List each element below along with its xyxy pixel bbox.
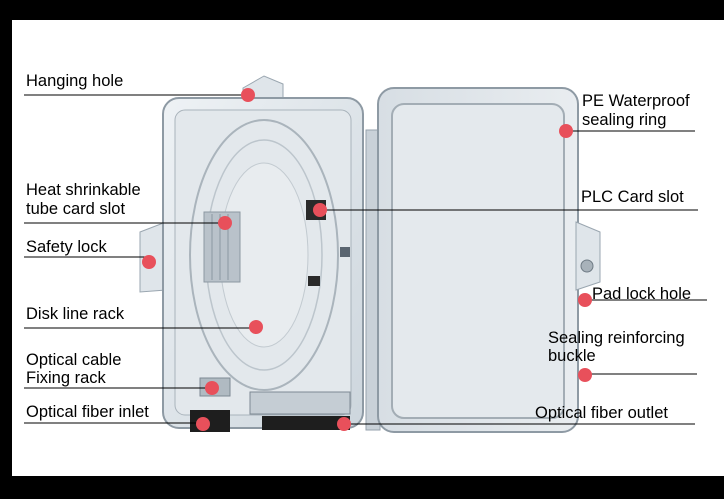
label-optical-cable-line1: Optical cable — [26, 351, 122, 369]
label-pe-waterproof-line2: sealing ring — [582, 111, 667, 129]
label-pe-waterproof-line1: PE Waterproof — [582, 92, 690, 110]
label-disk-line-rack: Disk line rack — [26, 305, 125, 323]
marker-optical-cable — [205, 381, 219, 395]
leader-lines — [24, 94, 707, 425]
marker-hanging-hole — [241, 88, 255, 102]
label-plc-card-slot: PLC Card slot — [581, 188, 684, 206]
label-sealing-buckle-line2: buckle — [548, 347, 596, 365]
label-heat-shrinkable-line1: Heat shrinkable — [26, 181, 141, 199]
label-heat-shrinkable-line2: tube card slot — [26, 200, 126, 218]
marker-disk-line-rack — [249, 320, 263, 334]
label-hanging-hole: Hanging hole — [26, 72, 124, 90]
label-sealing-buckle-line1: Sealing reinforcing — [548, 329, 685, 347]
base-box — [139, 75, 364, 432]
marker-fiber-inlet — [196, 417, 210, 431]
marker-pe-waterproof — [559, 124, 573, 138]
marker-heat-shrinkable — [218, 216, 232, 230]
marker-safety-lock — [142, 255, 156, 269]
label-optical-fiber-outlet: Optical fiber outlet — [535, 404, 668, 422]
marker-plc-card-slot — [313, 203, 327, 217]
lid — [365, 87, 601, 433]
markers — [142, 88, 592, 431]
label-optical-cable-line2: Fixing rack — [26, 369, 106, 387]
label-pad-lock-hole: Pad lock hole — [592, 285, 692, 303]
label-optical-fiber-inlet: Optical fiber inlet — [26, 403, 149, 421]
marker-fiber-outlet — [337, 417, 351, 431]
marker-pad-lock-hole — [578, 293, 592, 307]
marker-sealing-buckle — [578, 368, 592, 382]
label-safety-lock: Safety lock — [26, 238, 107, 256]
